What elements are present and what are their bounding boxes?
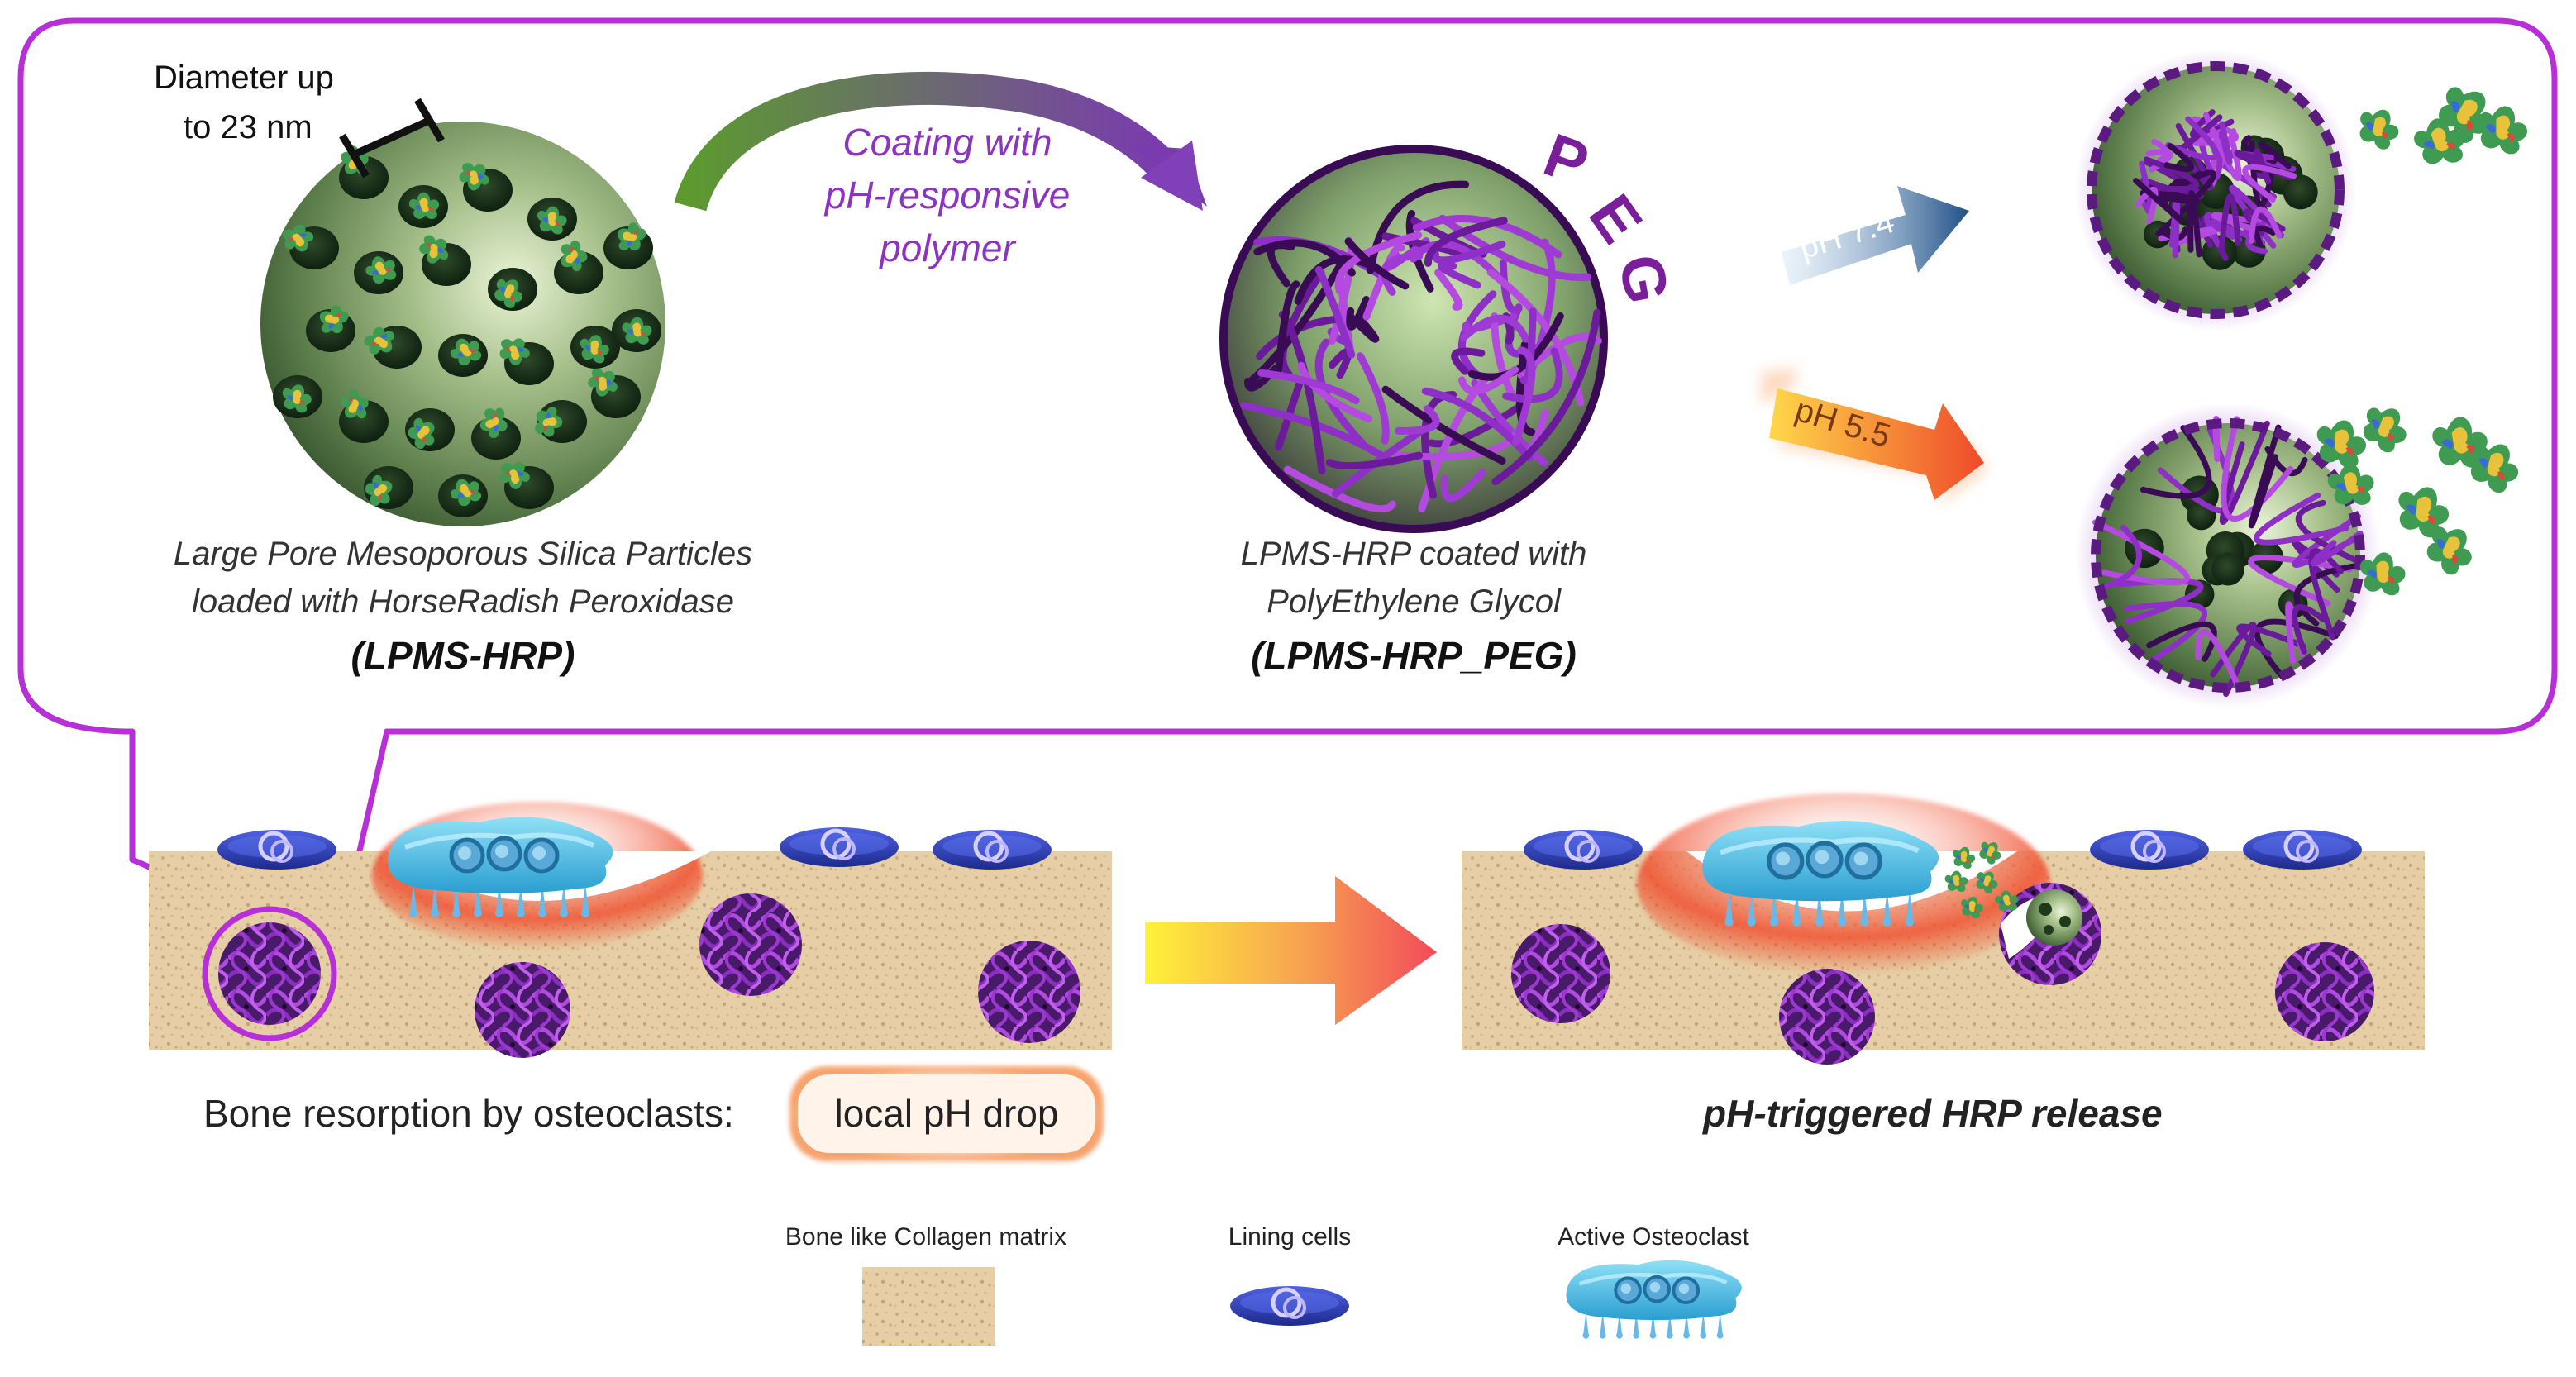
release-particle-high-icon [2075, 50, 2356, 331]
ph-drop-label: local pH drop [834, 1092, 1059, 1135]
pore-icon [488, 268, 537, 312]
opening-particle-icon [1999, 883, 2101, 985]
pore-icon [552, 236, 603, 294]
ph-drop-bubble-inner [798, 1074, 1095, 1153]
legend-matrix-label: Bone like Collagen matrix [785, 1223, 1067, 1251]
lpms-abbrev: (LPMS-HRP) [351, 634, 575, 677]
silica-pores [273, 142, 661, 517]
pore-icon [438, 331, 488, 377]
lpms-caption-line1: Large Pore Mesoporous Silica Particles [173, 536, 753, 572]
lining-cell-icon [1524, 830, 1643, 870]
ph-high-arrow-icon [1782, 186, 1969, 285]
bone-particle-icon [699, 893, 802, 996]
pore-icon [527, 198, 577, 241]
lining-cell-icon [217, 830, 336, 870]
coating-label-line3: polymer [880, 226, 1015, 269]
pore-icon [398, 185, 448, 228]
pore-icon [360, 322, 422, 369]
pore-icon [612, 309, 661, 352]
peg-abbrev: (LPMS-HRP_PEG) [1251, 634, 1577, 677]
pore-icon [471, 402, 521, 460]
release-particle-low-icon [2075, 403, 2381, 708]
release-label: pH-triggered HRP release [1703, 1092, 2163, 1135]
legend-lining-label: Lining cells [1228, 1223, 1352, 1251]
pore-icon [495, 332, 554, 385]
bone-particle-icon [1779, 969, 1875, 1065]
ph-low-arrow-icon [1761, 368, 1988, 506]
peg-caption-line2: PolyEthylene Glycol [1267, 584, 1561, 620]
coating-label-line2: pH-responsive [824, 174, 1071, 217]
transition-arrow-icon [1145, 876, 1437, 1025]
diameter-label-line2: to 23 nm [184, 109, 312, 145]
pore-icon [336, 142, 389, 199]
peg-mesh [1219, 145, 1608, 533]
pore-icon [359, 466, 413, 512]
pore-icon [532, 400, 587, 443]
pore-icon [277, 218, 339, 269]
coating-arrow-icon [674, 71, 1207, 212]
legend-matrix-swatch [862, 1267, 995, 1346]
osteoclast-icon [388, 817, 613, 917]
bone-particle-icon [218, 922, 321, 1025]
pore-icon [603, 220, 653, 269]
diameter-label-line1: Diameter up [154, 60, 334, 96]
diameter-marker-icon [339, 98, 445, 179]
peg-coated-particle-icon [1219, 145, 1608, 533]
resorption-label: Bone resorption by osteoclasts: [203, 1092, 734, 1135]
pore-icon [273, 375, 322, 418]
pore-icon [354, 250, 403, 294]
pore-icon [586, 366, 641, 418]
pore-icon [495, 456, 554, 509]
pore-icon [570, 326, 620, 369]
legend-lining-cell-icon [1230, 1286, 1349, 1326]
pore-icon [402, 408, 455, 454]
legend-osteoclast-icon [1566, 1260, 1742, 1339]
peg-caption-line1: LPMS-HRP coated with [1240, 536, 1587, 572]
lining-cell-icon [2090, 830, 2209, 870]
lining-cells [217, 827, 2362, 870]
pore-icon [438, 471, 488, 517]
bone-particle-icon [1511, 924, 1610, 1023]
zoom-circle [202, 906, 337, 1041]
bone-particle-icon [2275, 942, 2374, 1041]
osteoclast-icon [1702, 821, 1939, 927]
coating-label-line1: Coating with [842, 121, 1052, 164]
legend-osteoclast-label: Active Osteoclast [1558, 1223, 1749, 1251]
pore-icon [336, 386, 389, 443]
pore-icon [456, 160, 513, 212]
lining-cell-icon [933, 830, 1052, 870]
lining-cell-icon [2243, 830, 2362, 870]
pore-icon [419, 235, 471, 286]
bone-particle-icon [978, 941, 1080, 1043]
lining-cell-icon [1230, 1286, 1349, 1326]
pore-icon [306, 303, 355, 352]
silica-particle-icon [260, 122, 665, 526]
lpms-caption-line2: loaded with HorseRadish Peroxidase [192, 584, 734, 620]
bone-particle-icon [475, 962, 570, 1058]
lining-cell-icon [780, 827, 899, 867]
